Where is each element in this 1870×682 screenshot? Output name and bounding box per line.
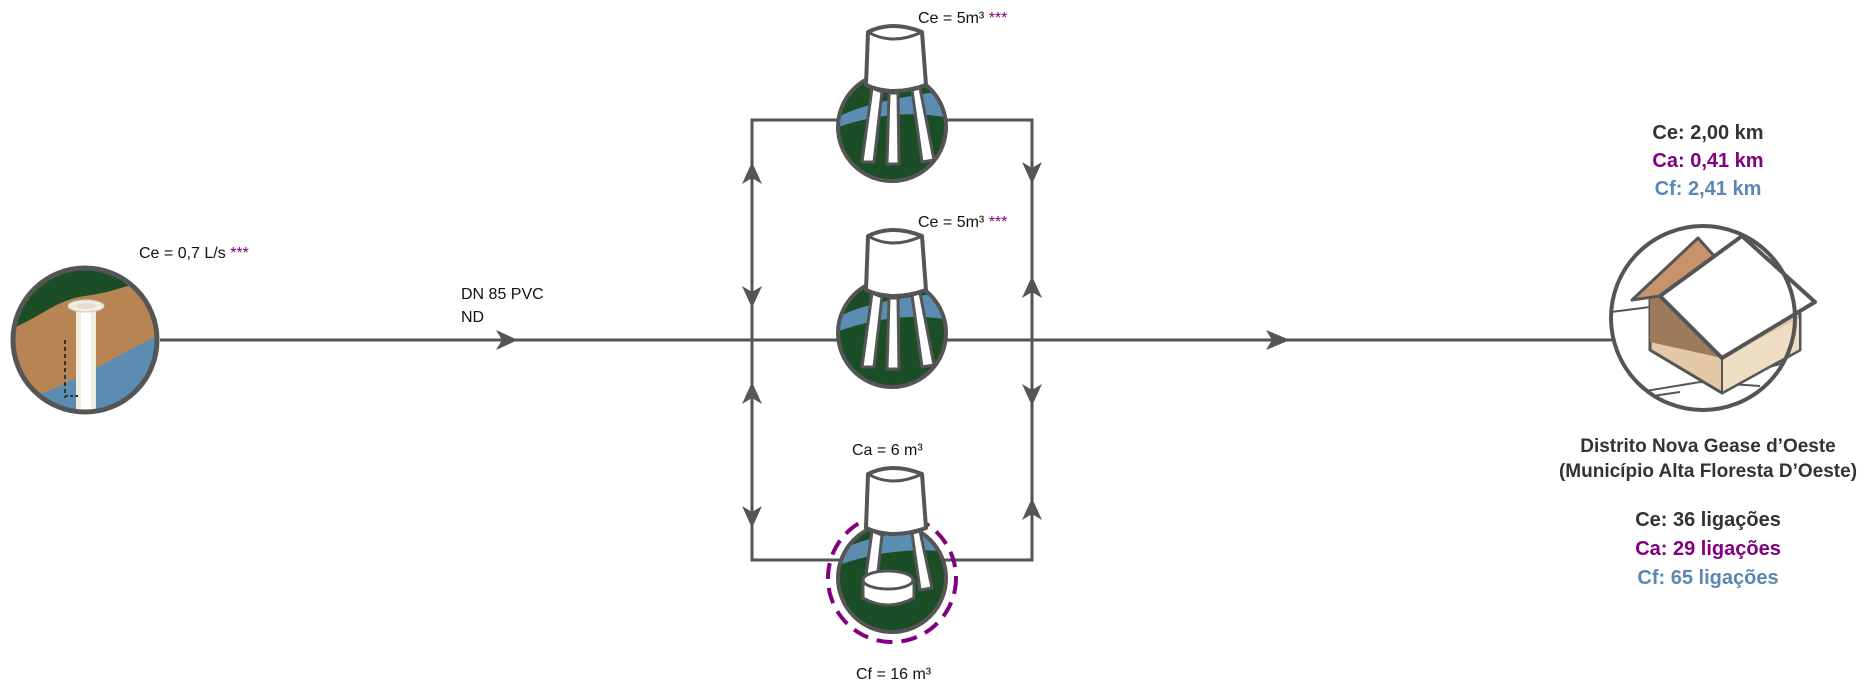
bottom-branch-pipe [750,340,840,562]
water-tower-icon [836,228,948,389]
reservoir-top-label: Ce = 5m³ *** [918,10,1007,27]
destination-name: Distrito Nova Gease d’Oeste (Município A… [1559,436,1857,482]
destination-name-line2: (Município Alta Floresta D’Oeste) [1559,461,1857,482]
connections-ce: Ce: 36 ligações [1635,509,1781,531]
arrow-down-icon [742,506,762,528]
reservoir-bottom-cf-label: Cf = 16 m³ [856,666,932,682]
connections-cf: Cf: 65 ligações [1637,567,1778,589]
bottom-branch-return [944,340,1034,562]
house-icon [1609,224,1817,412]
arrow-right-icon [1266,330,1290,350]
water-tower-with-tank-icon [826,466,958,644]
well-icon [10,265,160,415]
flow-arrows [496,162,1290,528]
pipe-network [160,118,1613,562]
reservoir-middle-label: Ce = 5m³ *** [918,214,1007,231]
source-flow-label: Ce = 0,7 L/s *** [139,245,249,262]
water-tower-icon [836,24,948,183]
arrow-down-icon [742,286,762,308]
top-branch-return [946,118,1034,340]
pipe-spec-line2: ND [461,309,484,326]
arrow-up-icon [742,382,762,404]
arrow-right-icon [496,330,518,350]
arrow-down-icon [1022,162,1042,184]
connections-summary: Ce: 36 ligações Ca: 29 ligações Cf: 65 l… [1635,509,1781,589]
reservoir-bottom: Ca = 6 m³ Cf = 16 m³ [826,442,958,682]
top-branch-pipe [750,118,838,340]
connections-ca: Ca: 29 ligações [1635,538,1781,560]
length-ca: Ca: 0,41 km [1652,150,1763,172]
length-ce: Ce: 2,00 km [1652,122,1763,144]
reservoir-middle: Ce = 5m³ *** [836,214,1007,389]
pipe-spec-line1: DN 85 PVC [461,286,544,303]
arrow-down-icon [1022,384,1042,406]
destination-name-line1: Distrito Nova Gease d’Oeste [1580,436,1836,457]
network-length-summary: Ce: 2,00 km Ca: 0,41 km Cf: 2,41 km [1652,122,1763,200]
reservoir-top: Ce = 5m³ *** [836,10,1007,183]
arrow-up-icon [1022,498,1042,520]
arrow-up-icon [742,162,762,184]
arrow-up-icon [1022,276,1042,298]
length-cf: Cf: 2,41 km [1655,178,1762,200]
reservoir-bottom-ca-label: Ca = 6 m³ [852,442,923,459]
